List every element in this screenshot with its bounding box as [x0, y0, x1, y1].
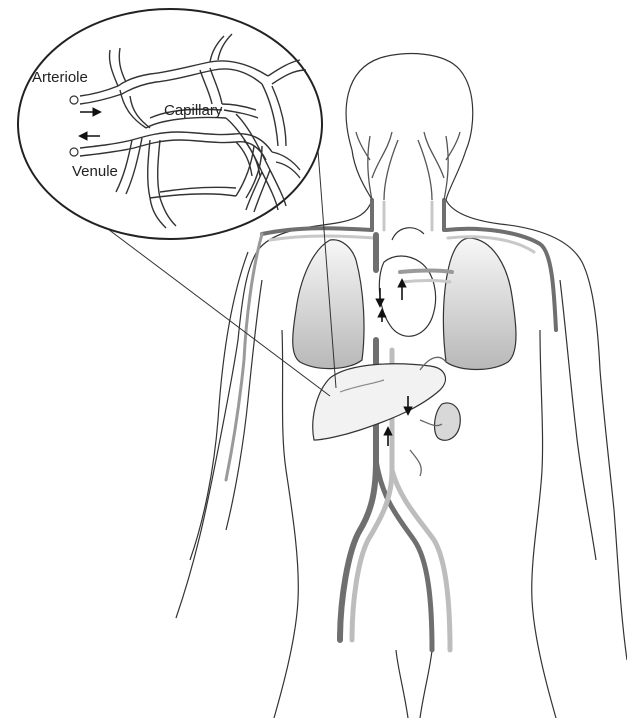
neck-vessels	[356, 132, 460, 200]
liver	[313, 364, 446, 440]
kidney	[435, 403, 461, 440]
right-lung	[443, 238, 516, 370]
capillary-bed-inset	[18, 9, 322, 239]
left-lung	[293, 240, 364, 369]
arteriole-label: Arteriole	[32, 70, 88, 85]
capillary-label: Capillary	[164, 103, 222, 118]
venule-label: Venule	[72, 164, 118, 179]
